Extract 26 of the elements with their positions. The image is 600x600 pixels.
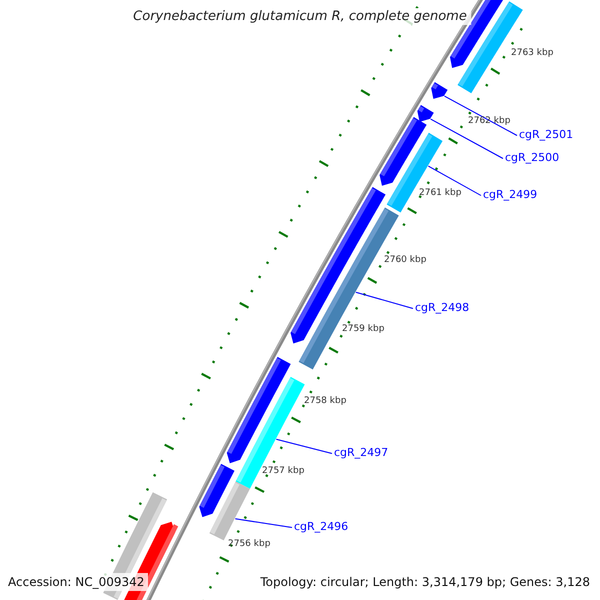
leader-line [430, 118, 504, 159]
scale-label: 2758 kbp [304, 396, 346, 407]
gene-feature [431, 82, 448, 99]
scale-label: 2756 kbp [228, 539, 270, 550]
topology-text: Topology: circular; Length: 3,314,179 bp; Genes: 3,128 [260, 575, 590, 589]
scale-label: 2762 kbp [468, 116, 510, 127]
gene-feature [417, 105, 434, 122]
scale-label: 2763 kbp [511, 48, 554, 59]
gene-label: cgR_2501 [519, 128, 574, 141]
leader-line [428, 166, 482, 196]
gene-feature [209, 481, 250, 540]
scale-label: 2757 kbp [262, 466, 304, 477]
gene-feature [386, 132, 443, 213]
leader-line [276, 438, 332, 454]
scale-label: 2760 kbp [384, 255, 426, 266]
gene-label: cgR_2500 [505, 151, 560, 164]
leader-line [234, 518, 292, 528]
leader-line [444, 96, 518, 136]
gene-label: cgR_2496 [294, 520, 348, 533]
gene-label: cgR_2499 [483, 188, 538, 201]
scale-label: 2761 kbp [419, 188, 462, 199]
scale-label: 2759 kbp [342, 324, 384, 335]
gene-label: cgR_2497 [334, 446, 388, 459]
gene-label: cgR_2498 [415, 301, 470, 314]
gene-feature [236, 376, 305, 489]
leader-line [355, 292, 414, 309]
